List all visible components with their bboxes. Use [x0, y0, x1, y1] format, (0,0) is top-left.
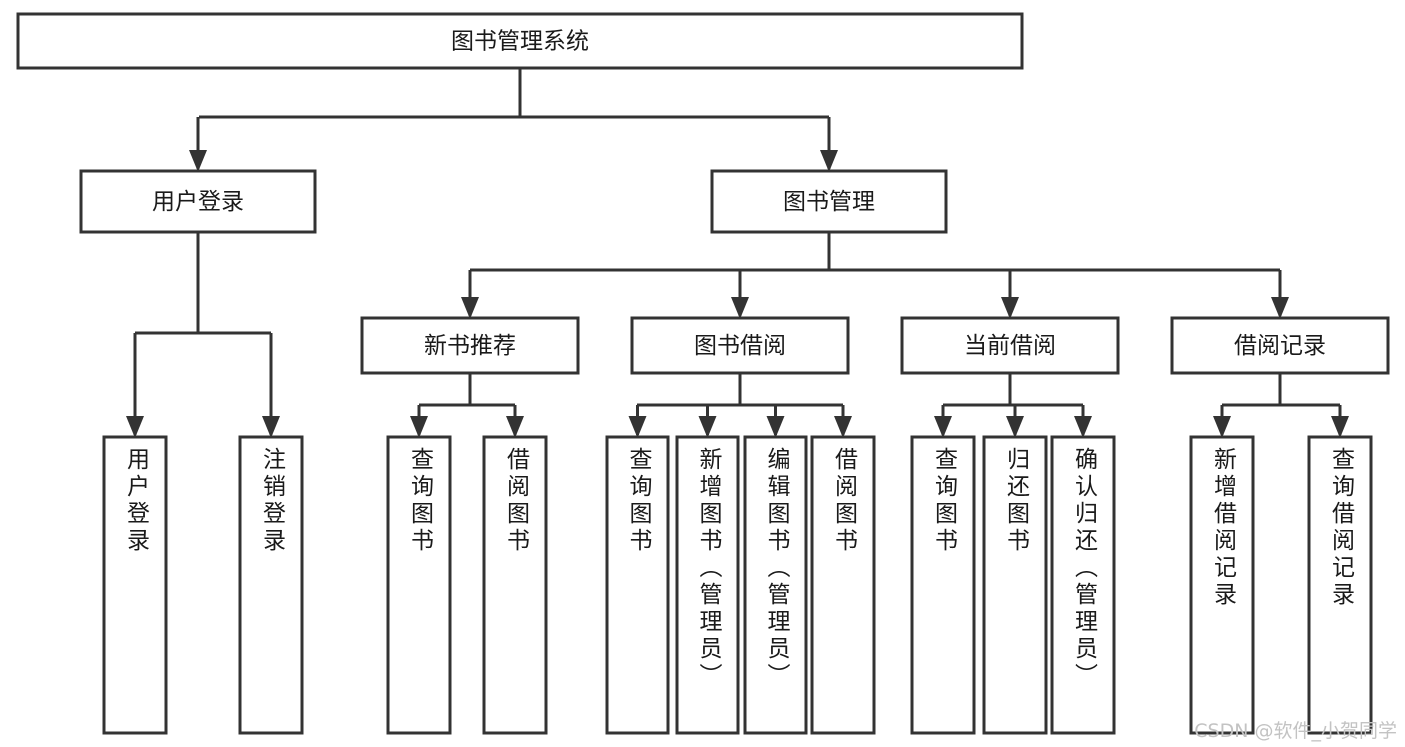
arrow-head-icon	[506, 416, 524, 438]
arrow-head-icon	[834, 416, 852, 438]
node-leaf-borrow-book-rec[interactable]	[482, 435, 548, 735]
arrow-head-icon	[628, 416, 647, 438]
arrow-head-icon	[126, 416, 144, 438]
leaf-node-box[interactable]	[605, 435, 670, 735]
edge-book-manage-to-borrow-record	[1271, 270, 1289, 319]
leaf-node-box[interactable]	[386, 435, 452, 735]
edge-root-to-user-login	[189, 117, 207, 172]
level3-node-label: 借阅记录	[1234, 333, 1326, 359]
arrow-head-icon	[262, 416, 280, 438]
arrow-head-icon	[1271, 297, 1289, 319]
node-leaf-query-record[interactable]	[1307, 435, 1373, 735]
node-borrow-record[interactable]: 借阅记录	[1170, 316, 1390, 375]
level3-node-label: 新书推荐	[424, 333, 516, 359]
connector-group-bus-user-login	[135, 232, 271, 335]
level3-node-label: 当前借阅	[964, 333, 1056, 359]
connector-group-bus-borrow-record	[1222, 373, 1340, 407]
edge-book-borrow-to-leaf-borrow-book-bb	[834, 405, 852, 438]
node-current-borrow[interactable]: 当前借阅	[900, 316, 1120, 375]
connector-group-bus-current-borrow	[943, 373, 1083, 407]
edge-borrow-record-to-leaf-add-record	[1213, 405, 1231, 438]
arrow-head-icon	[189, 150, 207, 172]
arrow-head-icon	[1074, 416, 1092, 438]
edge-new-book-rec-to-leaf-borrow-book-rec	[506, 405, 524, 438]
leaf-node-box[interactable]	[1307, 435, 1373, 735]
connector-group-bus-new-book-rec	[419, 373, 515, 407]
level2-node-label: 用户登录	[152, 189, 244, 215]
level3-node-box[interactable]	[1170, 316, 1390, 375]
node-leaf-borrow-book-bb[interactable]	[810, 435, 876, 735]
node-leaf-return-book[interactable]	[982, 435, 1048, 735]
root-node-box[interactable]	[16, 12, 1024, 70]
edge-book-manage-to-current-borrow	[1001, 270, 1019, 319]
node-leaf-query-book-cb[interactable]	[910, 435, 976, 735]
level2-node-label: 图书管理	[783, 189, 875, 215]
edge-user-login-to-leaf-logout	[262, 333, 280, 438]
leaf-node-box[interactable]	[810, 435, 876, 735]
leaf-node-box[interactable]	[1050, 435, 1116, 735]
arrow-head-icon	[820, 150, 838, 172]
leaf-node-box[interactable]	[1189, 435, 1255, 735]
node-leaf-add-book[interactable]	[675, 435, 740, 735]
edge-book-manage-to-book-borrow	[731, 270, 749, 319]
edge-borrow-record-to-leaf-query-record	[1331, 405, 1349, 438]
edge-book-borrow-to-leaf-query-book-bb	[628, 405, 647, 438]
level2-node-box[interactable]	[710, 169, 948, 234]
level3-node-label: 图书借阅	[694, 333, 786, 359]
node-leaf-query-book-bb[interactable]	[605, 435, 670, 735]
arrow-head-icon	[1331, 416, 1349, 438]
connector-group-bus-book-borrow	[637, 373, 843, 407]
leaf-node-box[interactable]	[743, 435, 808, 735]
arrow-head-icon	[461, 297, 479, 319]
edge-book-borrow-to-leaf-add-book	[698, 405, 717, 438]
arrow-head-icon	[410, 416, 428, 438]
node-leaf-edit-book[interactable]	[743, 435, 808, 735]
arrow-head-icon	[1213, 416, 1231, 438]
node-user-login[interactable]: 用户登录	[79, 169, 317, 234]
level3-node-box[interactable]	[360, 316, 580, 375]
node-leaf-add-record[interactable]	[1189, 435, 1255, 735]
edge-new-book-rec-to-leaf-query-book-rec	[410, 405, 428, 438]
node-leaf-user-login[interactable]	[102, 435, 168, 735]
edge-book-manage-to-new-book-rec	[461, 270, 479, 319]
node-leaf-confirm-return[interactable]	[1050, 435, 1116, 735]
arrow-head-icon	[731, 297, 749, 319]
connector-group-bus-root	[199, 68, 829, 119]
leaf-node-box[interactable]	[982, 435, 1048, 735]
root-node-label: 图书管理系统	[451, 29, 589, 55]
edge-book-borrow-to-leaf-edit-book	[766, 405, 785, 438]
arrow-head-icon	[698, 416, 717, 438]
arrow-head-icon	[1001, 297, 1019, 319]
leaf-node-box[interactable]	[238, 435, 304, 735]
leaf-node-box[interactable]	[675, 435, 740, 735]
connectors-layer	[126, 68, 1349, 438]
node-leaf-query-book-rec[interactable]	[386, 435, 452, 735]
arrow-head-icon	[1006, 416, 1024, 438]
edge-current-borrow-to-leaf-confirm-return	[1074, 405, 1092, 438]
edge-current-borrow-to-leaf-return-book	[1006, 405, 1024, 438]
node-leaf-logout[interactable]	[238, 435, 304, 735]
edge-user-login-to-leaf-user-login	[126, 333, 144, 438]
watermark-text: CSDN @软件_小贺同学	[1194, 720, 1397, 742]
level2-node-box[interactable]	[79, 169, 317, 234]
arrow-head-icon	[934, 416, 952, 438]
level3-node-box[interactable]	[900, 316, 1120, 375]
leaf-node-box[interactable]	[102, 435, 168, 735]
arrow-head-icon	[766, 416, 785, 438]
leaf-node-box[interactable]	[910, 435, 976, 735]
node-root[interactable]: 图书管理系统	[16, 12, 1024, 70]
node-new-book-rec[interactable]: 新书推荐	[360, 316, 580, 375]
leaf-node-box[interactable]	[482, 435, 548, 735]
edge-current-borrow-to-leaf-query-book-cb	[934, 405, 952, 438]
node-book-borrow[interactable]: 图书借阅	[630, 316, 850, 375]
node-book-manage[interactable]: 图书管理	[710, 169, 948, 234]
level3-node-box[interactable]	[630, 316, 850, 375]
edge-root-to-book-manage	[820, 117, 838, 172]
connector-group-bus-book-manage	[470, 232, 1280, 272]
